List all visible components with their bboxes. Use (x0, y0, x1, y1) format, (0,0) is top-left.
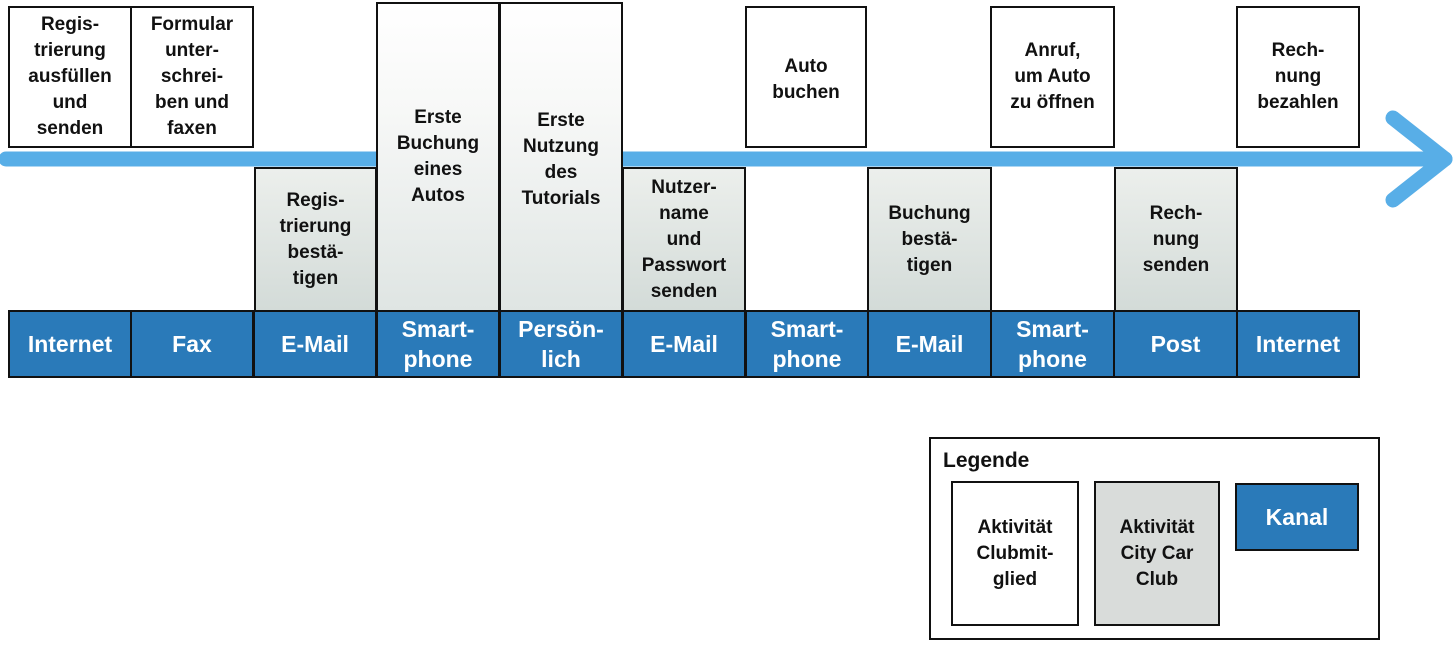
club-activity-confirm-booking: Buchung bestä- tigen (867, 167, 992, 312)
activity-first-tutorial: Erste Nutzung des Tutorials (499, 2, 623, 312)
member-activity-fax-form: Formular unter- schrei- ben und faxen (130, 6, 254, 148)
member-activity-registration: Regis- trierung ausfüllen und senden (8, 6, 132, 148)
channel-smartphone: Smart- phone (990, 310, 1115, 378)
channel-email: E-Mail (622, 310, 746, 378)
legend-club-activity: Aktivität City Car Club (1094, 481, 1220, 626)
channel-internet: Internet (8, 310, 132, 378)
club-activity-confirm-registration: Regis- trierung bestä- tigen (254, 167, 377, 312)
channel-post: Post (1113, 310, 1238, 378)
member-activity-call-open-car: Anruf, um Auto zu öffnen (990, 6, 1115, 148)
legend-title: Legende (943, 449, 1030, 472)
channel-email: E-Mail (253, 310, 377, 378)
member-activity-pay-invoice: Rech- nung bezahlen (1236, 6, 1360, 148)
channel-smartphone: Smart- phone (745, 310, 869, 378)
channel-personal: Persön- lich (499, 310, 623, 378)
channel-smartphone: Smart- phone (376, 310, 500, 378)
club-activity-send-invoice: Rech- nung senden (1114, 167, 1238, 312)
legend-channel: Kanal (1235, 483, 1359, 551)
member-activity-book-car: Auto buchen (745, 6, 867, 148)
legend-member-activity: Aktivität Clubmit- glied (951, 481, 1079, 626)
channel-email: E-Mail (867, 310, 992, 378)
club-activity-send-credentials: Nutzer- name und Passwort senden (622, 167, 746, 312)
legend: Legende Aktivität Clubmit- glied Aktivit… (929, 437, 1380, 640)
channel-fax: Fax (130, 310, 254, 378)
channel-internet: Internet (1236, 310, 1360, 378)
activity-first-booking: Erste Buchung eines Autos (376, 2, 500, 312)
